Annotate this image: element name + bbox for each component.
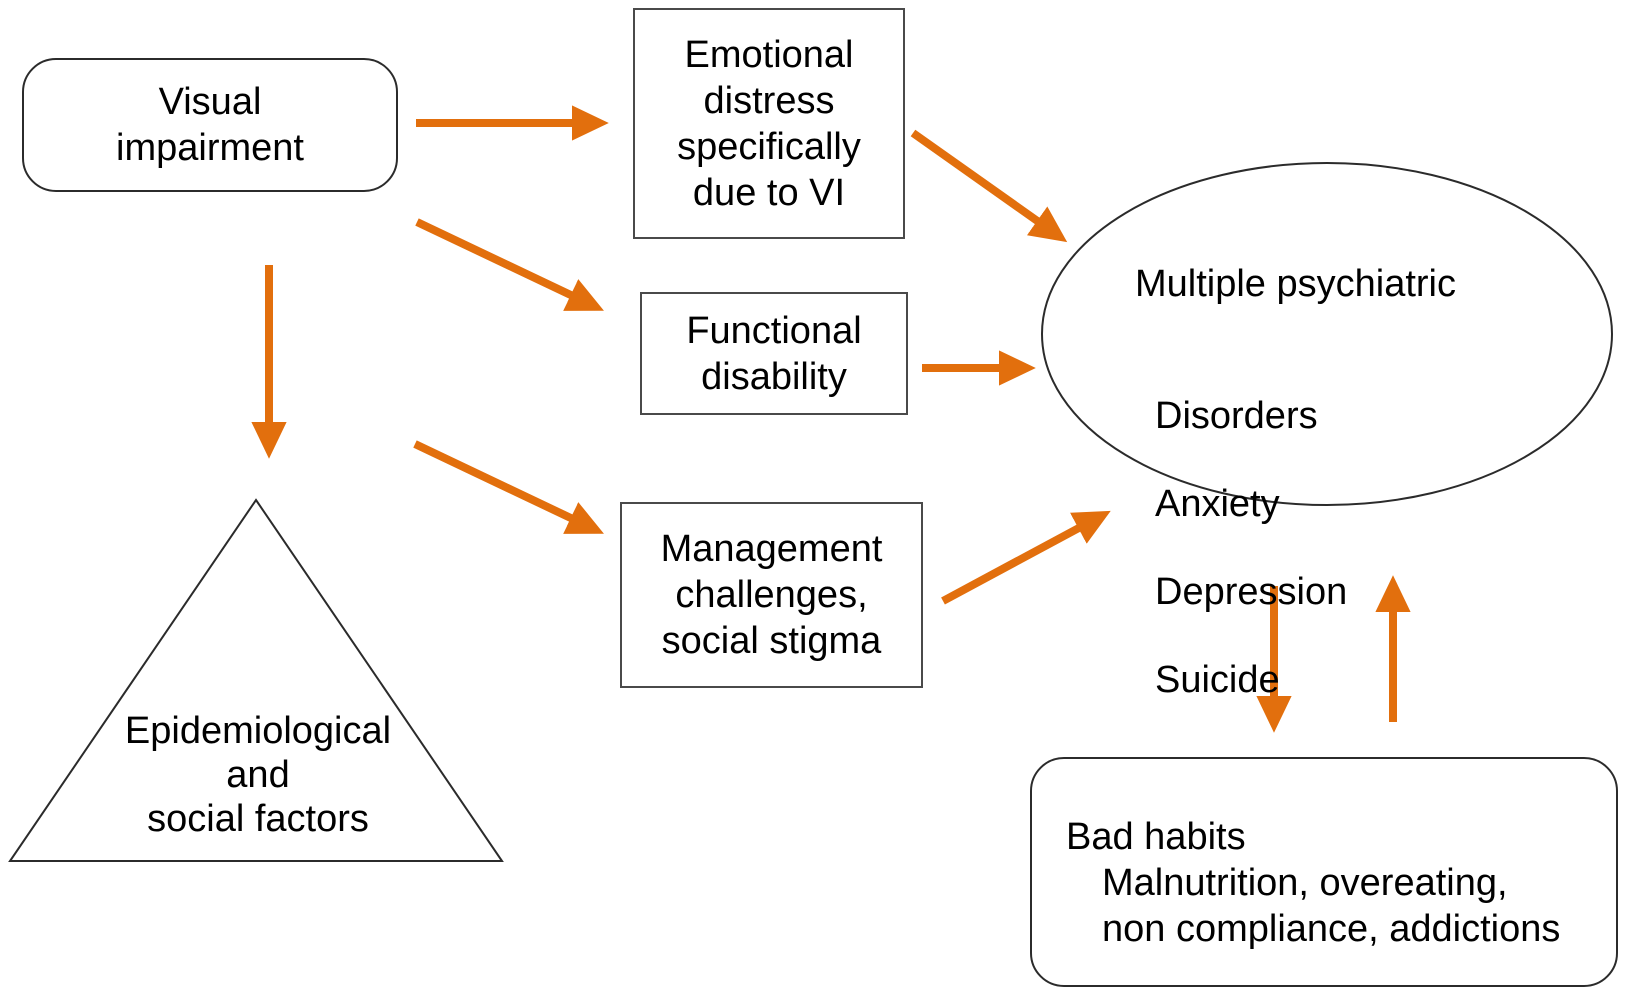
psychiatric-outcomes-items: Disorders Anxiety Depression Suicide — [1135, 350, 1456, 746]
triangle-epidemiological-factors — [8, 498, 504, 862]
arrow-visual-impairment-to-functional-disability — [415, 218, 604, 311]
node-epidemiological-factors-text: Epidemiological and social factors — [124, 710, 392, 840]
psychiatric-outcomes-item: Disorders — [1155, 395, 1318, 437]
bad-habits-heading: Bad habits — [1066, 816, 1246, 858]
bad-habits-item: non compliance, addictions — [1102, 908, 1561, 950]
node-bad-habits: Bad habits Malnutrition, overeating, non… — [1030, 757, 1618, 987]
bad-habits-item: Malnutrition, overeating, — [1102, 862, 1508, 904]
psychiatric-outcomes-item: Suicide — [1155, 659, 1280, 701]
arrow-emotional-distress-to-psychiatric-outcomes — [910, 129, 1068, 243]
node-psychiatric-outcomes-text: Multiple psychiatric Disorders Anxiety D… — [1135, 218, 1456, 790]
psychiatric-outcomes-item: Depression — [1155, 571, 1348, 613]
arrow-visual-impairment-to-management-challenges — [413, 440, 604, 534]
psychiatric-outcomes-heading: Multiple psychiatric — [1135, 263, 1456, 305]
node-visual-impairment: Visual impairment — [22, 58, 398, 192]
arrow-management-challenges-to-psychiatric-outcomes — [941, 510, 1111, 605]
node-emotional-distress: Emotional distress specifically due to V… — [633, 8, 905, 239]
node-management-challenges: Management challenges, social stigma — [620, 502, 923, 688]
node-functional-disability: Functional disability — [640, 292, 908, 415]
psychiatric-outcomes-item: Anxiety — [1155, 483, 1280, 525]
ellipse-psychiatric-outcomes — [1041, 162, 1613, 506]
bad-habits-items: Malnutrition, overeating, non compliance… — [1066, 860, 1596, 952]
